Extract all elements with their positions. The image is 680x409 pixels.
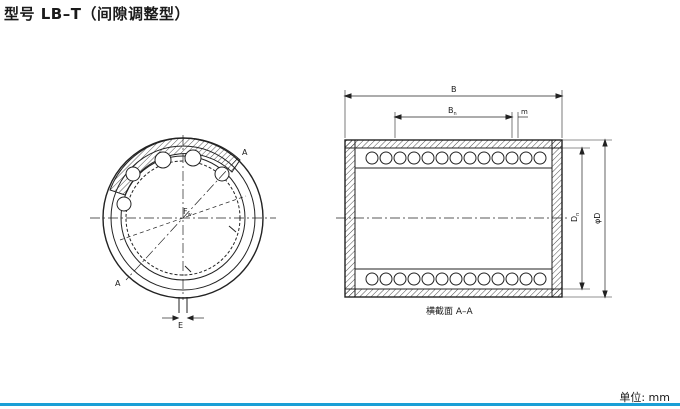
section-view [336, 90, 612, 299]
top-wall-hatch [344, 139, 563, 149]
e-label: E [178, 321, 183, 330]
end-view [90, 135, 276, 321]
section-mark-a-bottom: A [115, 279, 121, 288]
bottom-ball-row [365, 272, 547, 286]
right-end-cap [551, 139, 563, 298]
bottom-wall-hatch [344, 288, 563, 298]
b-label: B [451, 85, 457, 94]
page-title: 型号 LB–T（间隙调整型） [4, 5, 190, 23]
phi-d-label: φD [593, 213, 602, 224]
fw-label: Fw [183, 207, 192, 218]
unit-label: 单位: mm [619, 391, 670, 404]
hatched-cage-section [109, 137, 241, 196]
left-end-cap [344, 139, 356, 298]
bn-label: Bn [448, 106, 457, 117]
ball-row [116, 149, 230, 212]
bottom-rule [0, 403, 680, 406]
section-caption: 横截面 A–A [426, 305, 474, 317]
top-ball-row [365, 151, 547, 165]
dn-label: Dn [570, 213, 581, 222]
section-mark-a-top: A [242, 148, 248, 157]
m-label: m [521, 108, 528, 116]
